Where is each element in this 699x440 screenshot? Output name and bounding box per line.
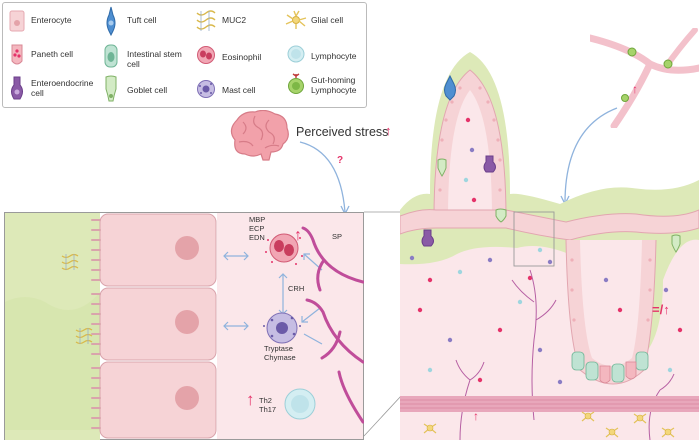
glial-cell-icon — [285, 10, 307, 29]
arrow-brain-to-detail — [299, 141, 350, 216]
brain-icon — [230, 110, 289, 161]
lymphocyte-icon — [287, 45, 305, 63]
chymase-label: Chymase — [264, 353, 296, 362]
gut-homing-lymphocyte-icon — [288, 73, 304, 94]
legend-gut-homing-lymphocyte: Gut-homing Lymphocyte — [311, 75, 357, 95]
th17-label: Th17 — [259, 405, 277, 414]
intestinal-stem-cell-icon — [104, 44, 118, 68]
legend-tuft-cell: Tuft cell — [127, 15, 157, 25]
paneth-cell-icon — [11, 44, 23, 65]
eosinophil-up-arrow: ↑ — [294, 227, 302, 244]
detail-panel — [4, 212, 364, 440]
legend-muc2: MUC2 — [222, 15, 247, 25]
legend-lymphocyte: Lymphocyte — [311, 51, 357, 61]
legend-paneth-cell: Paneth cell — [31, 49, 74, 59]
legend-mast-cell: Mast cell — [222, 85, 256, 95]
tuft-cell-icon — [106, 6, 116, 36]
legend-enteroendocrine-cell: Enteroendocrine cell — [31, 78, 94, 98]
legend-glial-cell: Glial cell — [311, 15, 344, 25]
lymphocyte-up-arrow: ↑ — [246, 390, 255, 409]
legend-goblet-cell: Goblet cell — [127, 85, 168, 95]
mbp-label: MBP — [249, 215, 266, 224]
sp-label: SP — [332, 232, 343, 241]
goblet-cell-icon — [105, 75, 117, 102]
legend-intestinal-stem-cell: Intestinal stem cell — [127, 49, 182, 69]
ecp-label: ECP — [249, 224, 265, 233]
legend-eosinophil: Eosinophil — [222, 52, 262, 62]
nerve-up-arrow: ↑ — [473, 409, 479, 423]
enteroendocrine-cell-icon — [11, 76, 23, 100]
question-mark: ? — [337, 155, 344, 166]
blood-vessel — [590, 28, 699, 128]
mast-cell-icon — [197, 80, 215, 98]
tryptase-label: Tryptase — [264, 344, 293, 353]
eosinophil-icon — [197, 46, 215, 64]
edn-label: EDN — [249, 233, 265, 242]
legend-enterocyte: Enterocyte — [31, 15, 72, 25]
stress-label: Perceived stress — [296, 125, 389, 139]
vessel-up-arrow: ↑ — [632, 82, 638, 96]
crh-label: CRH — [288, 284, 305, 293]
muc2-icon — [196, 10, 216, 31]
th2-label: Th2 — [259, 396, 272, 405]
stress-arrow: ↑ — [385, 123, 392, 138]
intestinal-tissue — [400, 52, 699, 440]
enterocyte-icon — [9, 10, 25, 32]
eq-up-label: =/↑ — [652, 302, 670, 317]
legend-box: Enterocyte Paneth cell Enteroendocrine c… — [2, 2, 367, 108]
